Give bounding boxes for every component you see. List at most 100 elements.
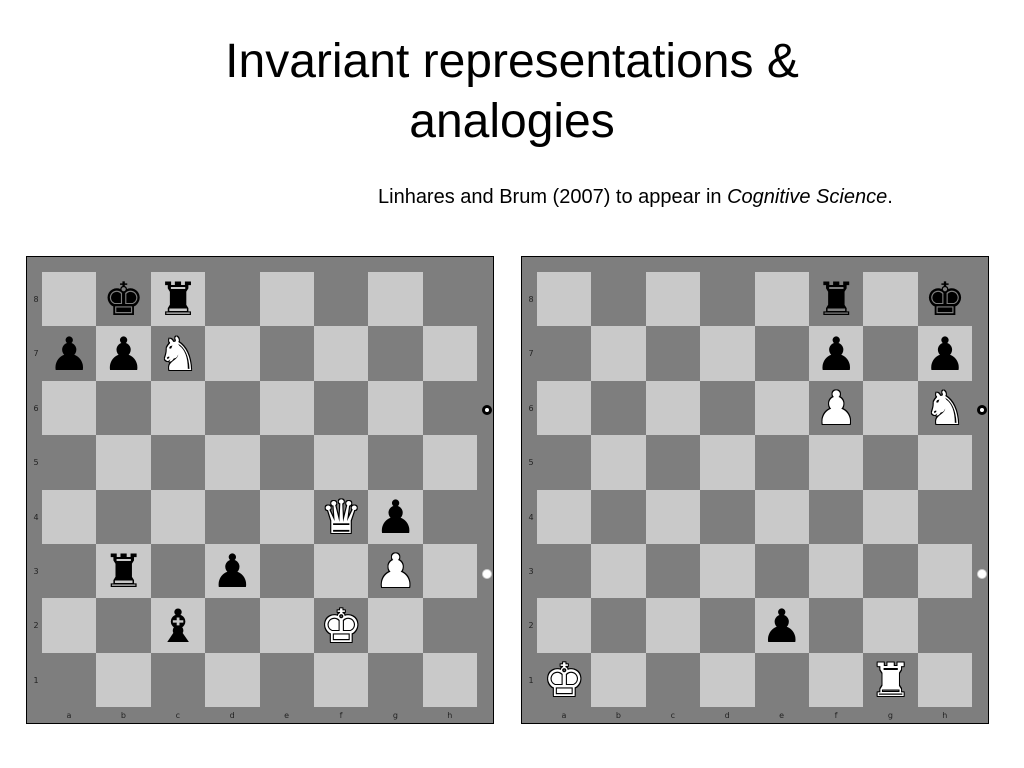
black-pawn-icon: ♟ xyxy=(761,598,803,653)
file-label: d xyxy=(229,711,235,720)
square-e8 xyxy=(259,272,314,327)
black-pawn-icon: ♟ xyxy=(48,326,90,381)
square-a6 xyxy=(42,380,97,436)
citation: Linhares and Brum (2007) to appear in Co… xyxy=(378,186,893,209)
black-to-move-marker xyxy=(977,405,987,415)
square-b5 xyxy=(96,435,151,490)
square-g5 xyxy=(863,435,918,490)
square-f8 xyxy=(314,272,369,327)
board-grid: ♜♚♟♟♟♞♟♚♜ xyxy=(537,272,973,708)
square-h8 xyxy=(917,272,973,327)
square-a2 xyxy=(42,598,97,653)
file-label: f xyxy=(339,711,343,720)
rank-label: 2 xyxy=(528,621,534,631)
file-label: e xyxy=(779,711,785,720)
black-rook-icon: ♜ xyxy=(157,272,199,327)
square-d8 xyxy=(205,272,260,327)
black-rook-icon: ♜ xyxy=(102,544,145,599)
square-c1 xyxy=(150,652,206,708)
square-a4 xyxy=(42,489,97,544)
square-c2 xyxy=(645,598,701,653)
square-b8 xyxy=(591,272,646,327)
square-c3 xyxy=(645,544,701,599)
file-label: g xyxy=(392,711,398,720)
square-h4 xyxy=(917,489,973,544)
square-e4 xyxy=(259,489,314,544)
square-f6 xyxy=(809,380,864,436)
rank-label: 1 xyxy=(528,675,534,685)
square-c8 xyxy=(645,272,701,327)
square-a6 xyxy=(537,380,592,436)
file-label: f xyxy=(834,711,838,720)
square-f1 xyxy=(809,652,864,708)
square-c6 xyxy=(645,380,701,436)
black-pawn-icon: ♟ xyxy=(374,489,417,544)
square-h8 xyxy=(422,272,478,327)
square-e7 xyxy=(259,326,314,381)
square-f5 xyxy=(314,435,369,490)
square-e6 xyxy=(754,380,809,436)
square-b7 xyxy=(96,326,151,381)
square-h3 xyxy=(917,544,973,599)
white-side-marker xyxy=(482,569,492,579)
black-pawn-icon: ♟ xyxy=(815,326,857,381)
square-c8 xyxy=(150,272,206,327)
black-pawn-icon: ♟ xyxy=(924,326,966,381)
square-d3 xyxy=(700,544,755,599)
square-d6 xyxy=(700,380,755,436)
black-king-icon: ♚ xyxy=(924,272,966,327)
square-f2 xyxy=(809,598,864,653)
citation-text: Linhares and Brum (2007) to appear in xyxy=(378,186,728,208)
square-a5 xyxy=(42,435,97,490)
square-b6 xyxy=(591,380,646,436)
file-label: g xyxy=(887,711,893,720)
slide-title-line2: analogies xyxy=(409,95,615,148)
square-a3 xyxy=(42,544,97,599)
square-b2 xyxy=(96,598,151,653)
square-g7 xyxy=(863,326,918,381)
square-a7 xyxy=(42,326,97,381)
square-a1 xyxy=(42,652,97,708)
square-h6 xyxy=(422,380,478,436)
square-d6 xyxy=(205,380,260,436)
square-d7 xyxy=(205,326,260,381)
square-b8 xyxy=(96,272,151,327)
square-b6 xyxy=(96,380,151,436)
square-h3 xyxy=(422,544,478,599)
rank-label: 5 xyxy=(33,458,39,468)
square-b4 xyxy=(591,489,646,544)
rank-label: 4 xyxy=(528,512,534,522)
file-label: e xyxy=(284,711,290,720)
square-g5 xyxy=(368,435,423,490)
square-a4 xyxy=(537,489,592,544)
square-h2 xyxy=(422,598,478,653)
square-a8 xyxy=(42,272,97,327)
square-b5 xyxy=(591,435,646,490)
square-d8 xyxy=(700,272,755,327)
square-e8 xyxy=(754,272,809,327)
square-c5 xyxy=(645,435,701,490)
white-rook-icon: ♜ xyxy=(869,652,912,707)
square-e1 xyxy=(754,652,809,708)
square-g1 xyxy=(368,652,423,708)
black-to-move-marker xyxy=(482,405,492,415)
black-rook-icon: ♜ xyxy=(815,272,857,327)
square-f2 xyxy=(314,598,369,653)
square-g3 xyxy=(863,544,918,599)
square-h1 xyxy=(422,652,478,708)
citation-end: . xyxy=(887,186,893,208)
square-g4 xyxy=(368,489,423,544)
rank-label: 7 xyxy=(33,349,39,359)
square-h4 xyxy=(422,489,478,544)
square-b3 xyxy=(591,544,646,599)
rank-label: 4 xyxy=(33,512,39,522)
square-e3 xyxy=(754,544,809,599)
square-c4 xyxy=(645,489,701,544)
square-c7 xyxy=(645,326,701,381)
black-king-icon: ♚ xyxy=(102,272,145,327)
square-g8 xyxy=(368,272,423,327)
citation-journal: Cognitive Science xyxy=(727,186,888,208)
black-bishop-icon: ♝ xyxy=(157,598,199,653)
